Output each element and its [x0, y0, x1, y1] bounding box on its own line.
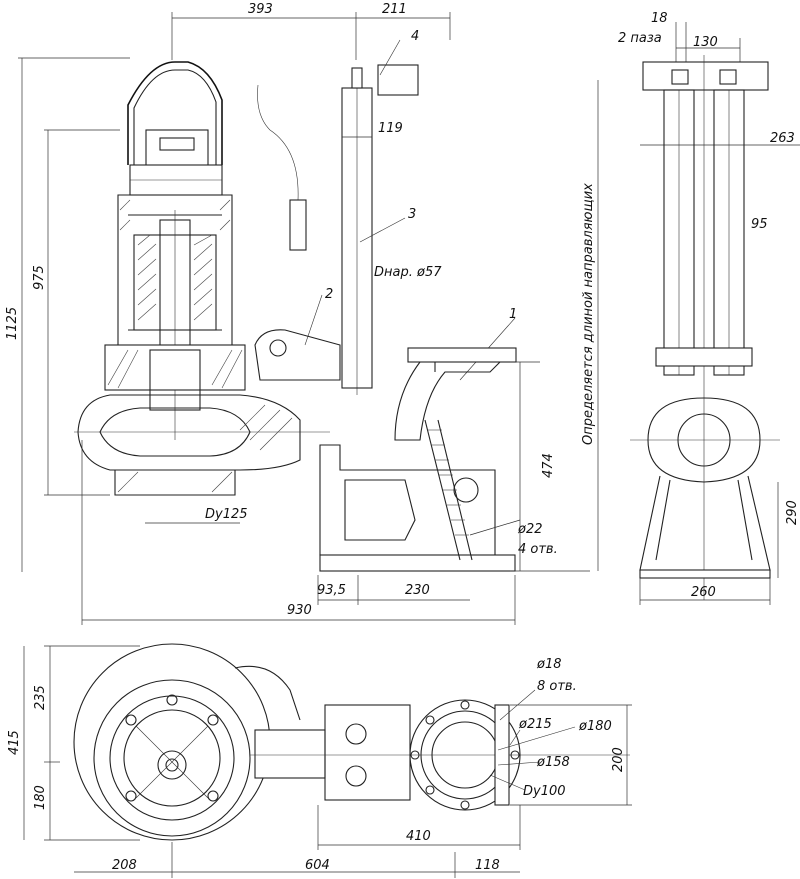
dim-130: 130 [693, 35, 718, 50]
lifting-handle [127, 61, 223, 165]
dim-410: 410 [406, 829, 431, 844]
guide-length-note: Определяется длиной направляющих [581, 183, 596, 445]
dim-263: 263 [770, 131, 795, 146]
dim-208: 208 [112, 858, 137, 873]
dim-18: 18 [651, 11, 668, 26]
duckfoot-base [319, 444, 496, 556]
volute-casing [77, 394, 301, 471]
pump-outline [73, 643, 271, 841]
dim-474: 474 [541, 453, 556, 478]
callout-1: 1 [509, 307, 517, 322]
bolt-holes-4: 4 отв. [518, 542, 558, 557]
flange-outer [409, 699, 521, 811]
callout-3: 3 [408, 207, 416, 222]
dim-95: 95 [751, 217, 768, 232]
dia-180: ø180 [578, 719, 612, 734]
slots-2: 2 паза [618, 31, 662, 46]
dim-180-left: 180 [33, 785, 48, 810]
dim-415: 415 [7, 730, 22, 755]
mounting-bolts [125, 694, 219, 802]
callout-4: 4 [411, 29, 419, 44]
dim-393: 393 [248, 2, 273, 17]
dim-975: 975 [32, 265, 47, 290]
dim-93-5: 93,5 [317, 583, 346, 598]
dia-158: ø158 [536, 755, 570, 770]
dim-260: 260 [691, 585, 716, 600]
dn100: Dy100 [523, 784, 566, 799]
dim-230: 230 [405, 583, 430, 598]
discharge-flange [407, 347, 517, 363]
pipe-outer-dia: Dнар. ø57 [374, 265, 442, 280]
dim-290: 290 [785, 500, 800, 525]
bolt-hole-dia-22: ø22 [517, 522, 543, 537]
discharge-elbow [394, 361, 501, 441]
elevation-view: 393 211 1125 975 [5, 2, 590, 625]
callout-2: 2 [325, 287, 333, 302]
plan-view: 235 415 180 [7, 643, 632, 878]
dim-211: 211 [382, 2, 407, 17]
bracket-plate [324, 704, 411, 801]
dim-930: 930 [287, 603, 312, 618]
dim-235: 235 [33, 685, 48, 710]
flange-holes-8: 8 отв. [537, 679, 577, 694]
float-switch [289, 199, 307, 251]
dim-604: 604 [305, 858, 330, 873]
dim-119: 119 [378, 121, 403, 136]
flange-hole-dia-18: ø18 [536, 657, 562, 672]
dia-215: ø215 [518, 717, 552, 732]
dim-118: 118 [475, 858, 500, 873]
dim-200: 200 [611, 747, 626, 772]
dim-1125: 1125 [5, 307, 20, 340]
outlet-dn125: Dy125 [205, 507, 248, 522]
power-cable [257, 84, 299, 201]
side-view: 18 2 паза 130 263 95 290 260 Опре [581, 11, 800, 605]
